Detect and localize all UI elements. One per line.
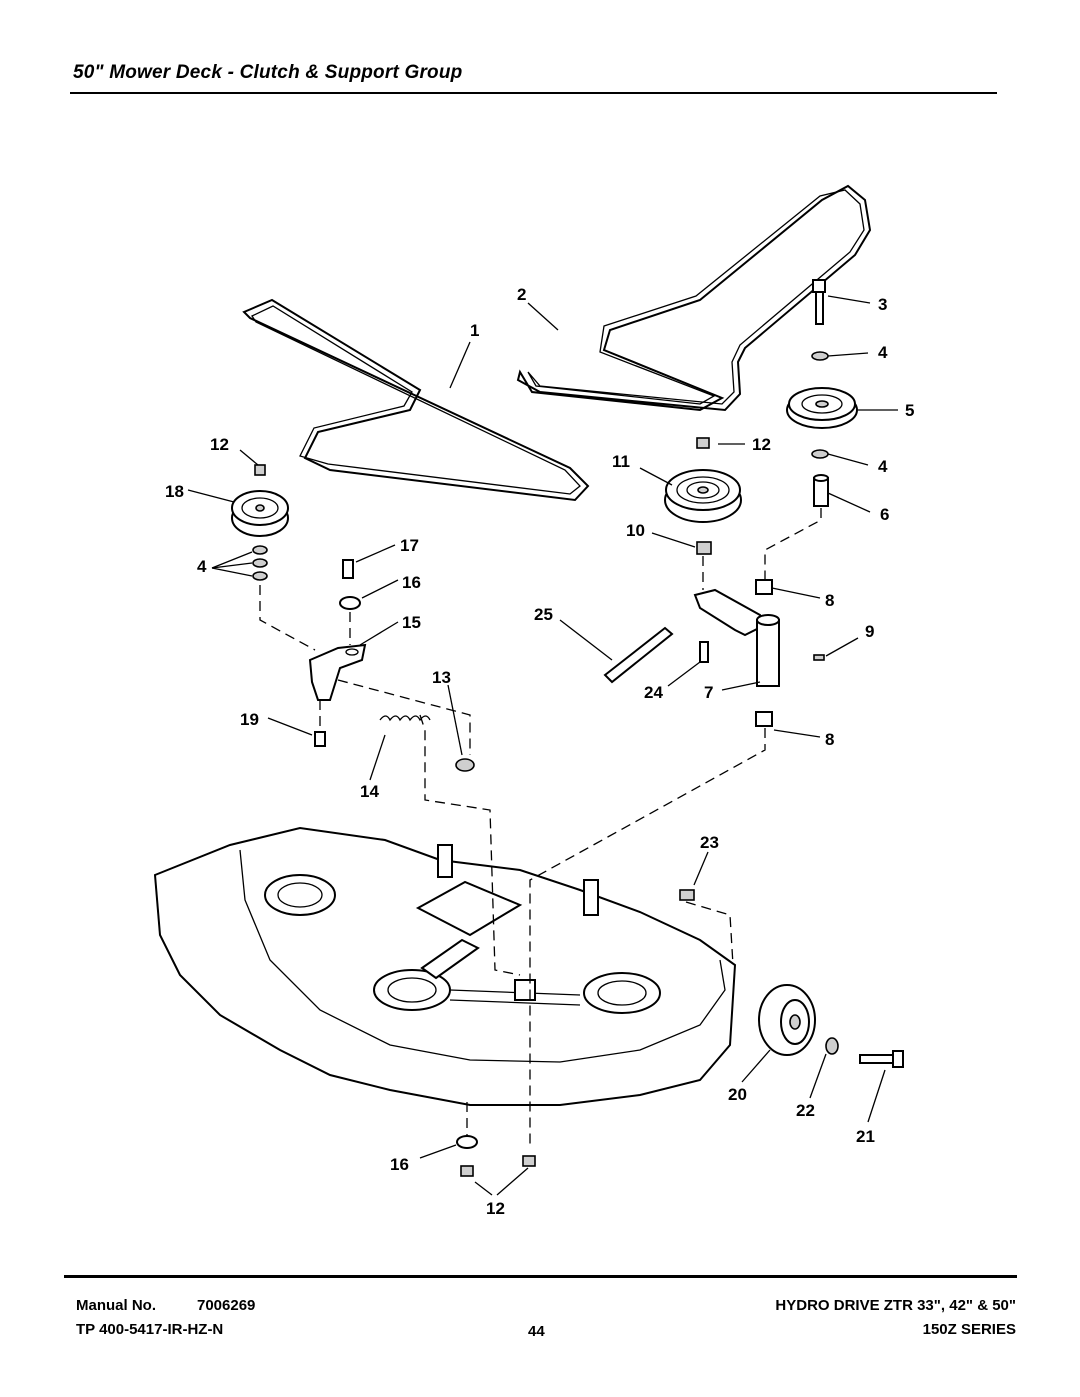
callout-14: 14 xyxy=(360,782,379,801)
callout-8a: 8 xyxy=(825,591,834,610)
callout-4c: 4 xyxy=(197,557,207,576)
callout-19: 19 xyxy=(240,710,259,729)
washer-16b xyxy=(456,1135,478,1149)
callout-17: 17 xyxy=(400,536,419,555)
callout-10: 10 xyxy=(626,521,645,540)
callout-12a: 12 xyxy=(210,435,229,454)
bolt-19 xyxy=(314,731,326,747)
washer-4a xyxy=(811,351,829,361)
page-number: 44 xyxy=(528,1323,545,1340)
callout-9: 9 xyxy=(865,622,874,641)
nut-12a xyxy=(696,437,710,449)
callout-16b: 16 xyxy=(390,1155,409,1174)
callout-21: 21 xyxy=(856,1127,875,1146)
leader-lines xyxy=(187,295,898,1196)
nut-23 xyxy=(679,889,695,901)
tp-number: TP 400-5417-IR-HZ-N xyxy=(76,1321,224,1338)
belt-1 xyxy=(242,298,590,502)
callout-3: 3 xyxy=(878,295,887,314)
callout-8b: 8 xyxy=(825,730,834,749)
spindle-left xyxy=(264,874,336,916)
callout-4b: 4 xyxy=(878,457,888,476)
spring-14 xyxy=(379,715,431,722)
gauge-wheel-20 xyxy=(758,984,816,1056)
callout-5: 5 xyxy=(905,401,914,420)
spacer-6 xyxy=(813,474,829,507)
washer-16a xyxy=(339,596,361,610)
model-name: HYDRO DRIVE ZTR 33", 42" & 50" xyxy=(775,1297,1016,1314)
callout-7: 7 xyxy=(704,683,713,702)
washer-4b xyxy=(811,449,829,459)
callout-13: 13 xyxy=(432,668,451,687)
page-title: 50" Mower Deck - Clutch & Support Group xyxy=(73,62,463,83)
callouts: 1 2 3 4 5 12 4 11 12 18 6 4 17 10 16 8 2… xyxy=(165,285,914,1218)
pulley-18 xyxy=(231,490,289,537)
callout-20: 20 xyxy=(728,1085,747,1104)
pulley-11 xyxy=(664,469,742,523)
callout-16a: 16 xyxy=(402,573,421,592)
callout-24: 24 xyxy=(644,683,663,702)
manual-number: 7006269 xyxy=(197,1297,256,1314)
bushing-8b xyxy=(755,711,773,727)
callout-2: 2 xyxy=(517,285,526,304)
washer-22 xyxy=(825,1037,839,1055)
pin-9 xyxy=(813,654,825,661)
washer-4e xyxy=(252,571,268,581)
nut-12d xyxy=(522,1155,536,1167)
callout-12b: 12 xyxy=(752,435,771,454)
idler-arm-15 xyxy=(308,643,367,701)
spring-25 xyxy=(603,626,674,684)
nut-10 xyxy=(696,541,712,555)
mower-deck xyxy=(153,826,737,1106)
shoulder-bolt-21 xyxy=(859,1050,904,1068)
callout-15: 15 xyxy=(402,613,421,632)
callout-11: 11 xyxy=(612,452,630,471)
footer-divider xyxy=(64,1275,1017,1278)
nut-12c xyxy=(460,1165,474,1177)
bolt-3 xyxy=(812,279,826,325)
callout-12c: 12 xyxy=(486,1199,505,1218)
bushing-8a xyxy=(755,579,773,595)
washer-4d xyxy=(252,558,268,568)
callout-1: 1 xyxy=(470,321,479,340)
nut-12b xyxy=(254,464,266,476)
callout-25: 25 xyxy=(534,605,553,624)
callout-22: 22 xyxy=(796,1101,815,1120)
manual-label: Manual No. xyxy=(76,1297,157,1314)
series-name: 150Z SERIES xyxy=(922,1321,1016,1338)
washer-4c xyxy=(252,545,268,555)
bolt-17 xyxy=(342,559,354,579)
callout-18: 18 xyxy=(165,482,184,501)
bushing-13 xyxy=(455,758,475,772)
title-divider xyxy=(70,92,997,94)
callout-6: 6 xyxy=(880,505,889,524)
idler-bracket xyxy=(693,588,767,637)
bolt-24 xyxy=(699,641,709,663)
callout-4a: 4 xyxy=(878,343,888,362)
idler-pulley-5 xyxy=(786,387,858,429)
callout-23: 23 xyxy=(700,833,719,852)
spindle-right xyxy=(583,972,661,1014)
assembly-lines xyxy=(259,508,822,1145)
pivot-tube-7 xyxy=(756,619,780,687)
belt-2 xyxy=(516,184,872,412)
